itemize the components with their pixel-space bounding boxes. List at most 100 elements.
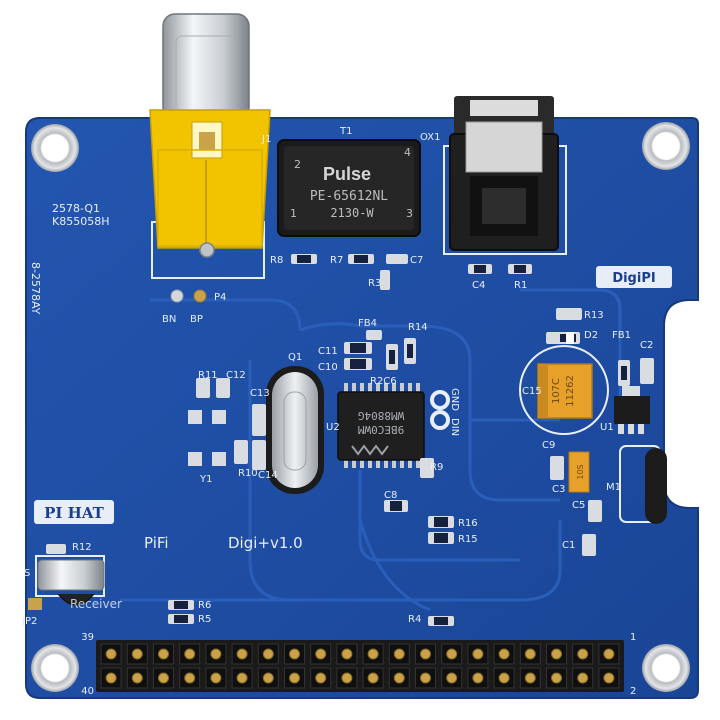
gpio-pin	[367, 672, 379, 684]
designator-r11: R11	[198, 370, 218, 381]
mounting-holes	[31, 122, 690, 692]
gpio-pin	[289, 648, 300, 660]
code-a: 2578-Q1	[52, 202, 100, 215]
designator-c2: C2	[640, 340, 653, 351]
designator-c9: C9	[542, 440, 555, 451]
designator-c13: C13	[250, 388, 270, 399]
header-pin1-label: 1	[630, 632, 636, 643]
designator-c11: C11	[318, 346, 338, 357]
smd-components	[28, 254, 654, 626]
designator-r12: R12	[72, 542, 92, 553]
gpio-pin	[210, 672, 222, 684]
gpio-pin	[184, 648, 196, 660]
gpio-pin	[315, 672, 327, 684]
designator-r2c6: R2C6	[370, 376, 397, 387]
gpio-header	[96, 640, 624, 692]
gpio-pin	[498, 672, 510, 684]
gpio-pin	[210, 648, 222, 660]
designator-r5: R5	[198, 614, 211, 625]
designator-fb1: FB1	[612, 330, 631, 341]
optical-receiver	[443, 96, 567, 255]
designator-c12: C12	[226, 370, 246, 381]
mounting-hole-bottom-right	[642, 644, 690, 692]
gpio-pin	[524, 672, 536, 684]
designator-r9: R9	[430, 462, 443, 473]
version-label: Digi+v1.0	[228, 534, 303, 552]
polyfuse-m1	[619, 445, 667, 524]
gpio-pin	[524, 648, 536, 660]
gpio-pin	[603, 648, 615, 660]
designator-d2: D2	[584, 330, 598, 341]
gpio-pin	[577, 672, 589, 684]
transformer-pin4: 4	[404, 146, 411, 159]
gpio-pin	[158, 672, 169, 684]
designator-r16: R16	[458, 518, 478, 529]
rca-connector	[149, 13, 271, 279]
designator-ox1: OX1	[420, 132, 440, 143]
designator-c1: C1	[562, 540, 575, 551]
designator-c5: C5	[572, 500, 585, 511]
gpio-pin	[420, 648, 431, 660]
gpio-pin	[289, 672, 300, 684]
designator-r4: R4	[408, 614, 421, 625]
designator-jp2: JP2	[21, 616, 37, 627]
designator-c10: C10	[318, 362, 338, 373]
designator-bp: BP	[190, 314, 203, 325]
designator-c15: C15	[522, 386, 542, 397]
dac-chip	[337, 383, 425, 468]
designator-bn: BN	[162, 314, 176, 325]
designator-r14: R14	[408, 322, 428, 333]
code-b: K855058H	[52, 215, 109, 228]
tantalum-capacitor-small	[568, 451, 590, 493]
tantalum-capacitor	[519, 345, 609, 435]
gpio-pin	[341, 672, 353, 684]
gpio-pin	[472, 648, 484, 660]
mounting-hole-top-left	[31, 124, 79, 172]
designator-s: S	[24, 568, 30, 579]
designator-c14: C14	[258, 470, 278, 481]
brand-badge	[596, 266, 672, 288]
gpio-pin	[131, 648, 143, 660]
designator-gnd: GND	[449, 388, 460, 411]
copper-traces	[120, 288, 622, 612]
gpio-pin	[420, 672, 431, 684]
designator-c8: C8	[384, 490, 397, 501]
designator-c7: C7	[410, 255, 423, 266]
gpio-pin	[551, 672, 562, 684]
gpio-pin	[393, 648, 405, 660]
code-c: 8-2578AY	[29, 262, 42, 315]
gpio-pin	[577, 648, 589, 660]
gpio-pin	[236, 672, 248, 684]
designator-r15: R15	[458, 534, 478, 545]
transformer-pin3: 3	[406, 207, 413, 220]
gpio-header-body	[96, 640, 624, 692]
transformer-pin1: 1	[290, 207, 297, 220]
designator-r10: R10	[238, 468, 258, 479]
header-pin40-label: 40	[81, 686, 94, 697]
designator-fb4: FB4	[358, 318, 377, 329]
gpio-pin	[341, 648, 353, 660]
transformer-date-code: 2130-W	[330, 206, 374, 220]
gpio-pin	[105, 648, 117, 660]
designator-m1: M1	[606, 482, 621, 493]
designator-r3: R3	[368, 278, 381, 289]
designator-u1: U1	[600, 422, 614, 433]
chip-line1: WM8804G	[358, 409, 404, 422]
pulse-transformer	[277, 139, 421, 237]
designator-u2: U2	[326, 422, 340, 433]
chip-line2: 9BEC0WM	[357, 423, 404, 436]
transformer-part-number: PE-65612NL	[310, 189, 388, 204]
gpio-pin	[367, 648, 379, 660]
gpio-pin	[446, 648, 458, 660]
designator-din: DIN	[449, 418, 460, 436]
gpio-pin	[262, 672, 274, 684]
brand-label: DigiPI	[612, 271, 655, 286]
designator-r7: R7	[330, 255, 343, 266]
designator-r1: R1	[514, 280, 527, 291]
gpio-pin	[498, 648, 510, 660]
gpio-pin	[158, 648, 169, 660]
designator-y1: Y1	[199, 474, 212, 485]
mounting-hole-top-right	[642, 122, 690, 170]
designator-j1: J1	[261, 134, 271, 145]
header-pin39-label: 39	[81, 632, 94, 643]
